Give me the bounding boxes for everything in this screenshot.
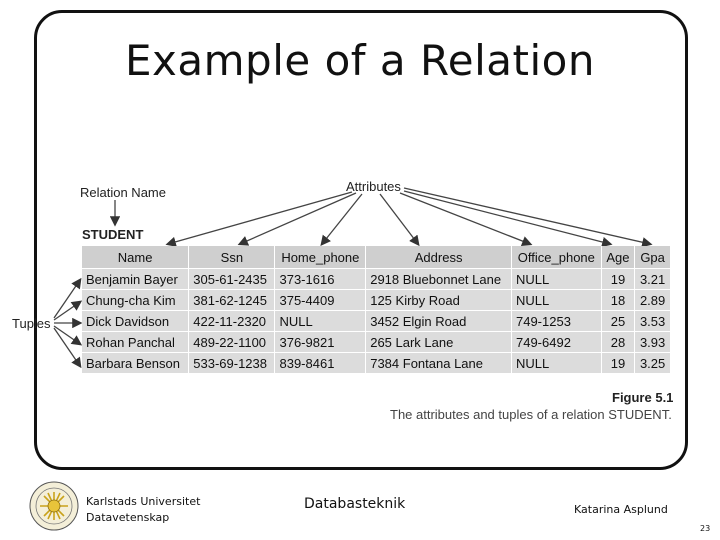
attribute-arrow-gpa <box>403 187 653 248</box>
footer-department: Datavetenskap <box>86 511 170 524</box>
table-cell: 489-22-1100 <box>188 331 276 353</box>
table-cell: Benjamin Bayer <box>82 268 190 290</box>
attributes-label: Attributes <box>346 179 401 194</box>
column-header: Address <box>365 246 512 269</box>
table-cell: 265 Lark Lane <box>365 331 512 353</box>
table-cell: NULL <box>511 289 602 311</box>
table-cell: NULL <box>274 310 367 332</box>
slide-frame <box>34 10 688 470</box>
table-cell: 2.89 <box>634 289 670 311</box>
column-header: Ssn <box>188 246 276 269</box>
table-cell: 7384 Fontana Lane <box>365 352 512 374</box>
table-cell: 381-62-1245 <box>188 289 276 311</box>
attribute-arrow-office-phone <box>399 192 533 246</box>
table-row: Rohan Panchal 489-22-1100 376-9821 265 L… <box>82 331 670 353</box>
column-header: Age <box>601 246 636 269</box>
table-row: Benjamin Bayer 305-61-2435 373-1616 2918… <box>82 268 670 290</box>
table-cell: NULL <box>511 268 602 290</box>
relation-table: Name Ssn Home_phone Address Office_phone… <box>82 246 670 374</box>
table-cell: 422-11-2320 <box>188 310 276 332</box>
table-cell: 749-1253 <box>511 310 602 332</box>
tuple-arrow-1 <box>53 277 82 319</box>
table-cell: 749-6492 <box>511 331 602 353</box>
table-cell: 19 <box>601 268 636 290</box>
footer-university: Karlstads Universitet <box>86 495 201 508</box>
table-cell: Chung-cha Kim <box>82 289 190 311</box>
table-cell: 3.25 <box>634 352 670 374</box>
attribute-arrow-address <box>379 193 420 247</box>
footer-author: Katarina Asplund <box>574 503 668 516</box>
attribute-arrow-name <box>165 191 353 247</box>
figure-caption: The attributes and tuples of a relation … <box>390 407 672 422</box>
table-cell: 25 <box>601 310 636 332</box>
table-cell: 125 Kirby Road <box>365 289 512 311</box>
column-header: Home_phone <box>274 246 367 269</box>
tuple-arrow-5 <box>53 327 82 369</box>
table-cell: 28 <box>601 331 636 353</box>
table-header-row: Name Ssn Home_phone Address Office_phone… <box>82 246 670 269</box>
table-cell: 3.93 <box>634 331 670 353</box>
table-cell: NULL <box>511 352 602 374</box>
slide-title: Example of a Relation <box>125 36 595 85</box>
table-cell: 375-4409 <box>274 289 367 311</box>
attribute-arrow-home-phone <box>320 193 363 247</box>
tuple-arrow-2 <box>53 300 83 321</box>
table-cell: 305-61-2435 <box>188 268 276 290</box>
table-cell: 3.21 <box>634 268 670 290</box>
table-row: Chung-cha Kim 381-62-1245 375-4409 125 K… <box>82 289 670 311</box>
tuples-label: Tuples <box>12 316 51 331</box>
table-cell: 3452 Elgin Road <box>365 310 512 332</box>
table-cell: Rohan Panchal <box>82 331 190 353</box>
relation-name-label: Relation Name <box>80 185 166 200</box>
table-cell: 376-9821 <box>274 331 367 353</box>
table-cell: 19 <box>601 352 636 374</box>
page-number: 23 <box>700 524 711 533</box>
table-cell: 18 <box>601 289 636 311</box>
relation-title: STUDENT <box>82 227 144 242</box>
column-header: Office_phone <box>511 246 602 269</box>
table-row: Barbara Benson 533-69-1238 839-8461 7384… <box>82 352 670 374</box>
table-row: Dick Davidson 422-11-2320 NULL 3452 Elgi… <box>82 310 670 332</box>
attribute-arrow-age <box>403 190 613 248</box>
attribute-arrow-ssn <box>237 192 357 246</box>
table-cell: Dick Davidson <box>82 310 190 332</box>
table-cell: 533-69-1238 <box>188 352 276 374</box>
table-cell: 839-8461 <box>274 352 367 374</box>
table-cell: 373-1616 <box>274 268 367 290</box>
table-cell: 3.53 <box>634 310 670 332</box>
column-header: Name <box>82 246 190 269</box>
tuple-arrow-4 <box>53 325 83 346</box>
table-cell: 2918 Bluebonnet Lane <box>365 268 512 290</box>
footer-course: Databasteknik <box>304 496 406 512</box>
university-seal-icon <box>29 481 79 531</box>
table-cell: Barbara Benson <box>82 352 190 374</box>
figure-label: Figure 5.1 <box>612 390 674 405</box>
footer-institution: Karlstads Universitet Datavetenskap <box>86 494 200 526</box>
column-header: Gpa <box>634 246 670 269</box>
